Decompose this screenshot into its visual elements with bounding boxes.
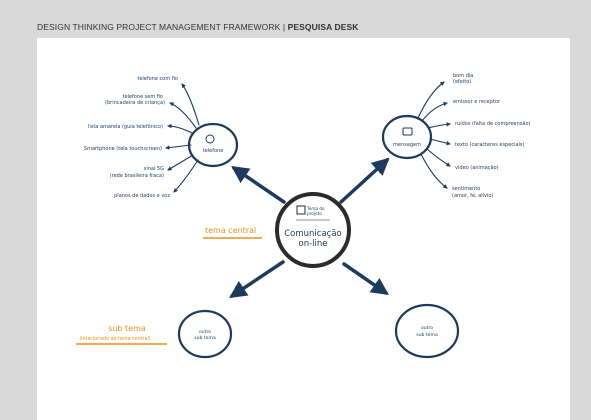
mensagem-item-1: bom dia bbox=[453, 73, 473, 79]
mensagem-node: mensagem bbox=[381, 114, 433, 160]
center-badge-line1: Tema do bbox=[306, 206, 325, 211]
center-title-line2: on-line bbox=[299, 239, 328, 249]
telefone-item-4: Smartphone (tela touchscreen) bbox=[84, 146, 162, 152]
sub-tema-note: (relacionado ao tema central) bbox=[79, 336, 150, 342]
mensagem-item-4: texto (caracteres especiais) bbox=[455, 142, 525, 148]
phone-icon bbox=[205, 134, 215, 144]
central-theme-node: Tema do projeto Comunicação on-line bbox=[275, 192, 351, 268]
arrow-to-mensagem bbox=[339, 157, 390, 204]
right-subtopic-node: outro sub tema bbox=[394, 303, 460, 359]
telefone-item-5b: (rede brasileira fraca) bbox=[110, 173, 164, 179]
telefone-item-3: lista amarela (guia telefônico) bbox=[88, 123, 163, 130]
telefone-item-6: planos de dados e voz bbox=[114, 193, 170, 199]
center-badge-line2: projeto bbox=[307, 211, 322, 216]
mensagem-item-1b: (efeito) bbox=[453, 79, 471, 85]
mensagem-item-2: emissor e receptor bbox=[453, 99, 501, 105]
telefone-item-5: sinal 5G bbox=[144, 166, 164, 172]
sub-tema-label: sub tema bbox=[108, 324, 146, 333]
header-title: DESIGN THINKING PROJECT MANAGEMENT FRAME… bbox=[37, 22, 359, 32]
right-subtopic-line1: outro bbox=[421, 325, 433, 331]
framework-title: DESIGN THINKING PROJECT MANAGEMENT FRAME… bbox=[37, 22, 281, 32]
arrow-to-right-subtopic bbox=[342, 262, 389, 295]
mensagem-item-5: vídeo (animação) bbox=[455, 164, 499, 171]
left-subtopic-line2: sub tema bbox=[194, 335, 216, 341]
mensagem-item-6b: (amor, fé, alívio) bbox=[452, 192, 493, 199]
tema-central-label: tema central bbox=[205, 226, 256, 235]
message-icon bbox=[402, 127, 413, 136]
left-subtopic-node: outro sub tema bbox=[177, 309, 233, 359]
right-subtopic-line2: sub tema bbox=[416, 332, 438, 338]
arrow-to-telefone bbox=[231, 166, 286, 204]
telefone-label: telefone bbox=[203, 148, 224, 154]
left-subtopic-line1: outro bbox=[199, 329, 211, 335]
center-title-line1: Comunicação bbox=[284, 229, 342, 239]
page-header: DESIGN THINKING PROJECT MANAGEMENT FRAME… bbox=[0, 0, 591, 40]
telefone-item-1: telefone com fio bbox=[137, 76, 178, 82]
mensagem-label: mensagem bbox=[393, 142, 421, 148]
building-icon bbox=[296, 205, 306, 215]
section-title: PESQUISA DESK bbox=[287, 22, 359, 32]
arrow-to-left-subtopic bbox=[229, 260, 285, 298]
mensagem-item-3: ruídos (falta de compreensão) bbox=[455, 120, 531, 127]
telefone-node: telefone bbox=[187, 122, 239, 168]
mensagem-item-6: sentimento bbox=[452, 186, 480, 192]
telefone-item-2b: (brincadeira de criança) bbox=[105, 100, 165, 106]
header-separator: | bbox=[282, 22, 286, 32]
telefone-item-2: telefone sem fio bbox=[122, 94, 163, 100]
